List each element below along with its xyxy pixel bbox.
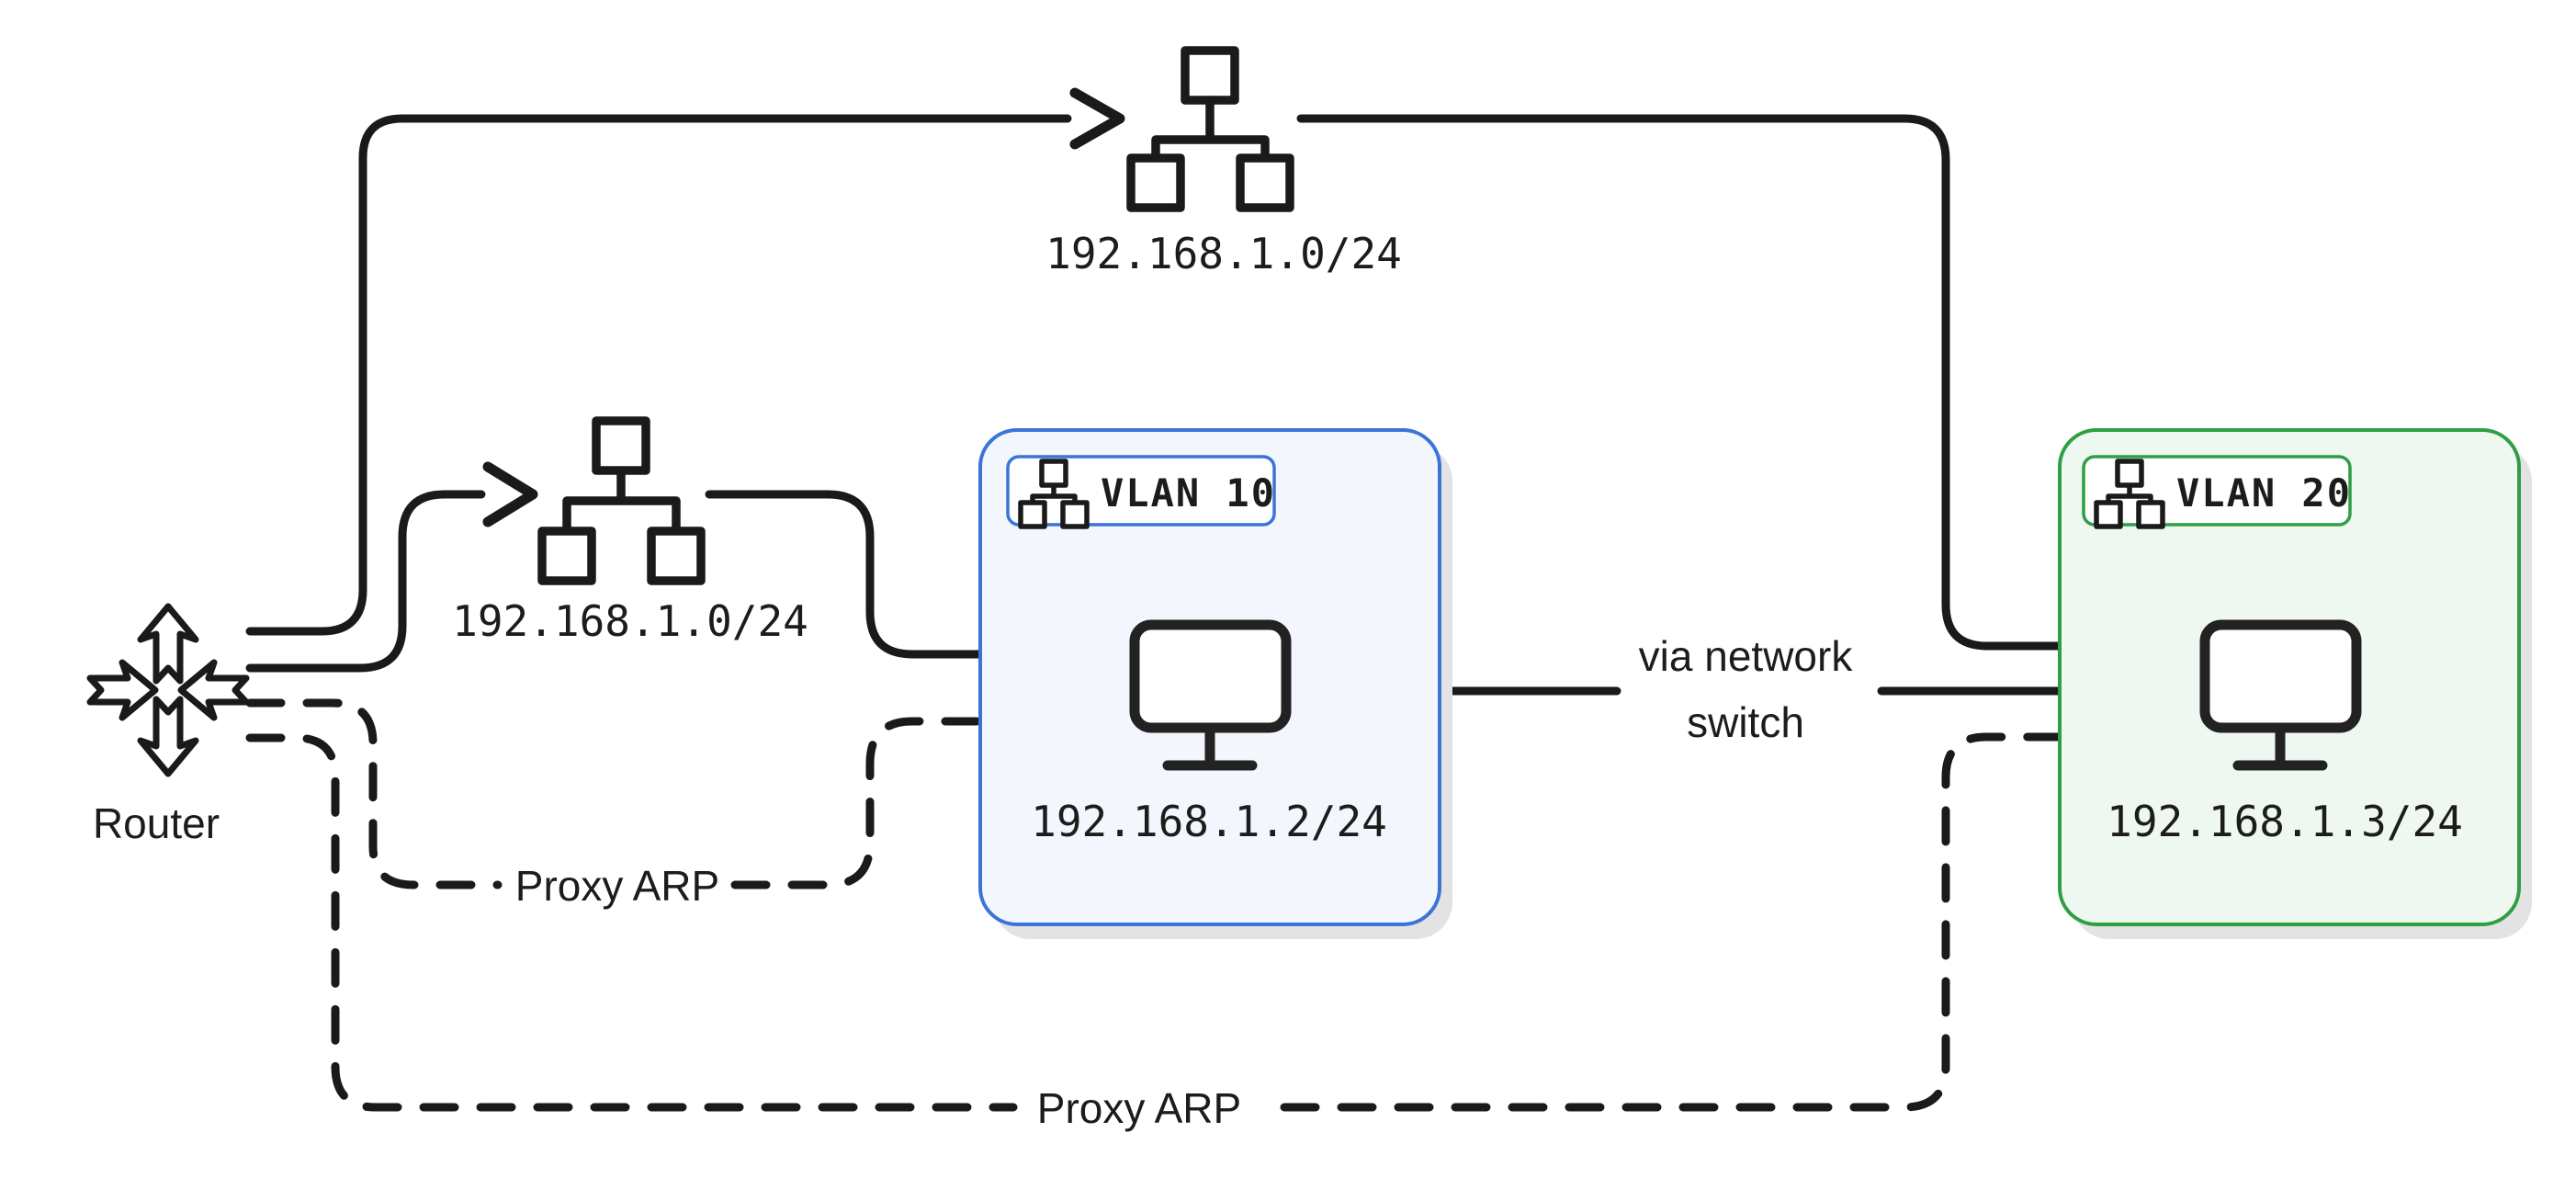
router-label: Router [93, 799, 220, 847]
vlan10-badge: VLAN 10 [1006, 455, 1276, 529]
router-icon [86, 603, 250, 777]
proxy-arp-link-vlan20-left [245, 733, 1018, 1112]
router-node: Router [86, 603, 250, 847]
router-arrow-left-inward [86, 659, 159, 721]
top-network-node: 192.168.1.0/24 [1045, 46, 1402, 278]
link-labels: via network switch Proxy ARP Proxy ARP [515, 632, 1854, 1132]
vlan20-badge-network-icon [2094, 459, 2165, 529]
vlan10-host-node: 192.168.1.2/24 [1031, 619, 1387, 846]
middle-network-label: 192.168.1.0/24 [452, 596, 808, 646]
arrowhead-into-middle-network [482, 461, 538, 527]
proxy-arp-label-vlan20: Proxy ARP [1037, 1084, 1241, 1132]
link-middle-network-to-vlan10-host [705, 490, 1076, 659]
link-router-to-top-network [245, 114, 1072, 636]
router-arrow-up [137, 603, 199, 685]
vlan10-badge-label: VLAN 10 [1101, 470, 1276, 515]
vlan20-host-monitor-icon [2199, 619, 2362, 771]
vlan20-badge: VLAN 20 [2082, 455, 2352, 529]
via-network-switch-label-line2: switch [1687, 698, 1804, 746]
arrowhead-into-top-network [1069, 87, 1125, 150]
top-network-icon [1126, 46, 1294, 212]
top-network-label: 192.168.1.0/24 [1045, 229, 1402, 278]
router-arrow-right-inward [177, 659, 250, 721]
middle-network-icon [537, 416, 706, 585]
middle-network-node: 192.168.1.0/24 [452, 416, 808, 646]
proxy-arp-link-vlan20-right [1280, 732, 2151, 1112]
router-arrow-down [137, 696, 199, 777]
vlan10-badge-network-icon [1018, 459, 1090, 529]
vlan20-host-node: 192.168.1.3/24 [2107, 619, 2463, 846]
vlan20-host-ip-label: 192.168.1.3/24 [2107, 797, 2463, 846]
via-network-switch-label-line1: via network [1639, 632, 1854, 680]
proxy-arp-label-vlan10: Proxy ARP [515, 862, 719, 910]
link-router-to-middle-network [245, 490, 486, 673]
proxy-arp-link-vlan10-right [730, 717, 1074, 889]
proxy-arp-link-vlan10-left [245, 698, 503, 889]
vlan10-host-monitor-icon [1129, 619, 1292, 771]
link-top-network-to-vlan20-host [1296, 114, 2151, 651]
vlan10-host-ip-label: 192.168.1.2/24 [1031, 797, 1387, 846]
vlan20-badge-label: VLAN 20 [2176, 470, 2352, 515]
